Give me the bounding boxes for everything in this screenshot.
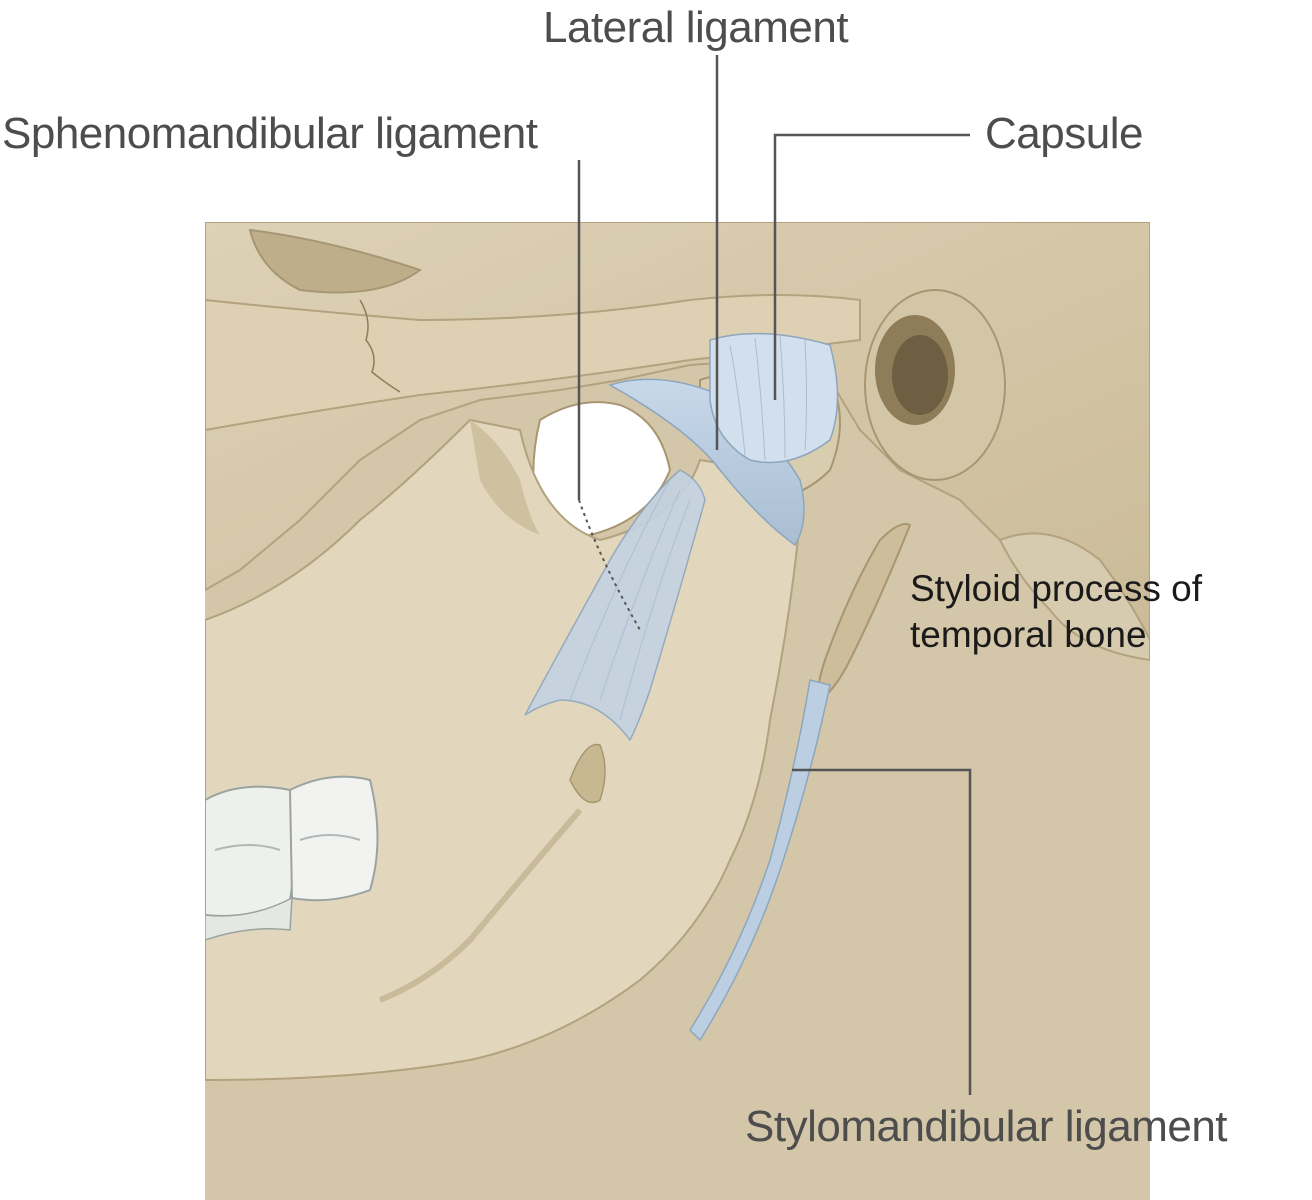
lingula bbox=[569, 743, 606, 804]
leader-stylomandibular bbox=[792, 768, 972, 1095]
teeth bbox=[205, 775, 379, 941]
label-stylomandibular-ligament: Stylomandibular ligament bbox=[745, 1102, 1228, 1151]
external-acoustic-meatus bbox=[864, 289, 1006, 481]
lateral-ligament-shape bbox=[608, 378, 805, 547]
coronoid-process bbox=[470, 420, 540, 535]
zygomatic-suture bbox=[359, 299, 401, 393]
styloid-process bbox=[817, 523, 912, 702]
label-lateral-ligament: Lateral ligament bbox=[543, 3, 849, 52]
leader-sphenomandibular-dotted bbox=[578, 499, 641, 631]
leader-capsule bbox=[773, 133, 970, 400]
label-styloid-process: Styloid process of temporal bone bbox=[910, 568, 1203, 655]
zygomatic-arch bbox=[205, 294, 861, 432]
leader-lines bbox=[577, 55, 972, 1095]
mylohyoid-groove bbox=[378, 808, 583, 1003]
sphenomandibular-fibers bbox=[569, 479, 691, 721]
capsule-fibers bbox=[729, 335, 807, 461]
orbit-shadow bbox=[248, 228, 423, 294]
mastoid-process bbox=[998, 532, 1150, 662]
label-sphenomandibular-ligament: Sphenomandibular ligament bbox=[2, 109, 538, 158]
label-capsule: Capsule bbox=[985, 109, 1143, 158]
